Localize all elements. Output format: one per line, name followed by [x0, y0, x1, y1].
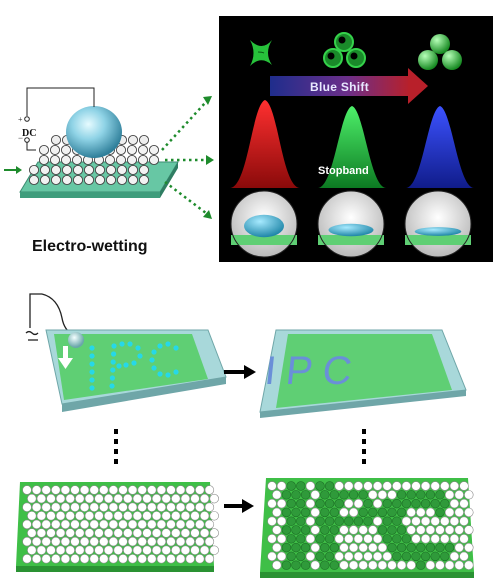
written-slide — [259, 329, 467, 418]
electro-wetting-label: Electro-wetting — [32, 238, 148, 255]
arrow-right-icon — [224, 365, 256, 379]
svg-text:+: + — [18, 115, 23, 124]
blue-shift-label: Blue Shift — [310, 80, 369, 94]
ipc-dotted-letters — [89, 341, 179, 391]
droplet-sphere — [66, 106, 122, 158]
arrow-right-icon — [224, 499, 254, 513]
capillary-tip — [68, 332, 84, 348]
down-arrow-icon — [58, 346, 73, 369]
stopband-label: Stopband — [318, 165, 369, 177]
ellipsis-vertical-icon — [114, 429, 118, 464]
dotted-arrow-heads — [203, 96, 214, 219]
dc-source-icon: + − — [18, 115, 30, 143]
contact-angle-circles — [230, 190, 472, 258]
ellipsis-vertical-icon — [362, 429, 366, 464]
dc-circuit-wire — [26, 87, 95, 151]
solid-sphere-cluster-icon — [418, 34, 462, 70]
dc-label: DC — [22, 128, 37, 139]
inverse-opal-icon — [250, 40, 272, 66]
svg-text:−: − — [18, 133, 23, 143]
white-sphere-array — [22, 485, 219, 564]
blue-shift-arrow — [270, 68, 428, 104]
dotted-arrows — [161, 102, 207, 214]
ipc-written-text: IPC — [263, 349, 364, 393]
patterned-sphere-array — [267, 481, 474, 570]
red-peak — [230, 100, 300, 188]
green-peak — [318, 106, 386, 188]
blue-peak — [406, 106, 474, 188]
hollow-sphere-cluster-icon — [323, 32, 366, 68]
arrow-right-icon — [4, 166, 22, 174]
